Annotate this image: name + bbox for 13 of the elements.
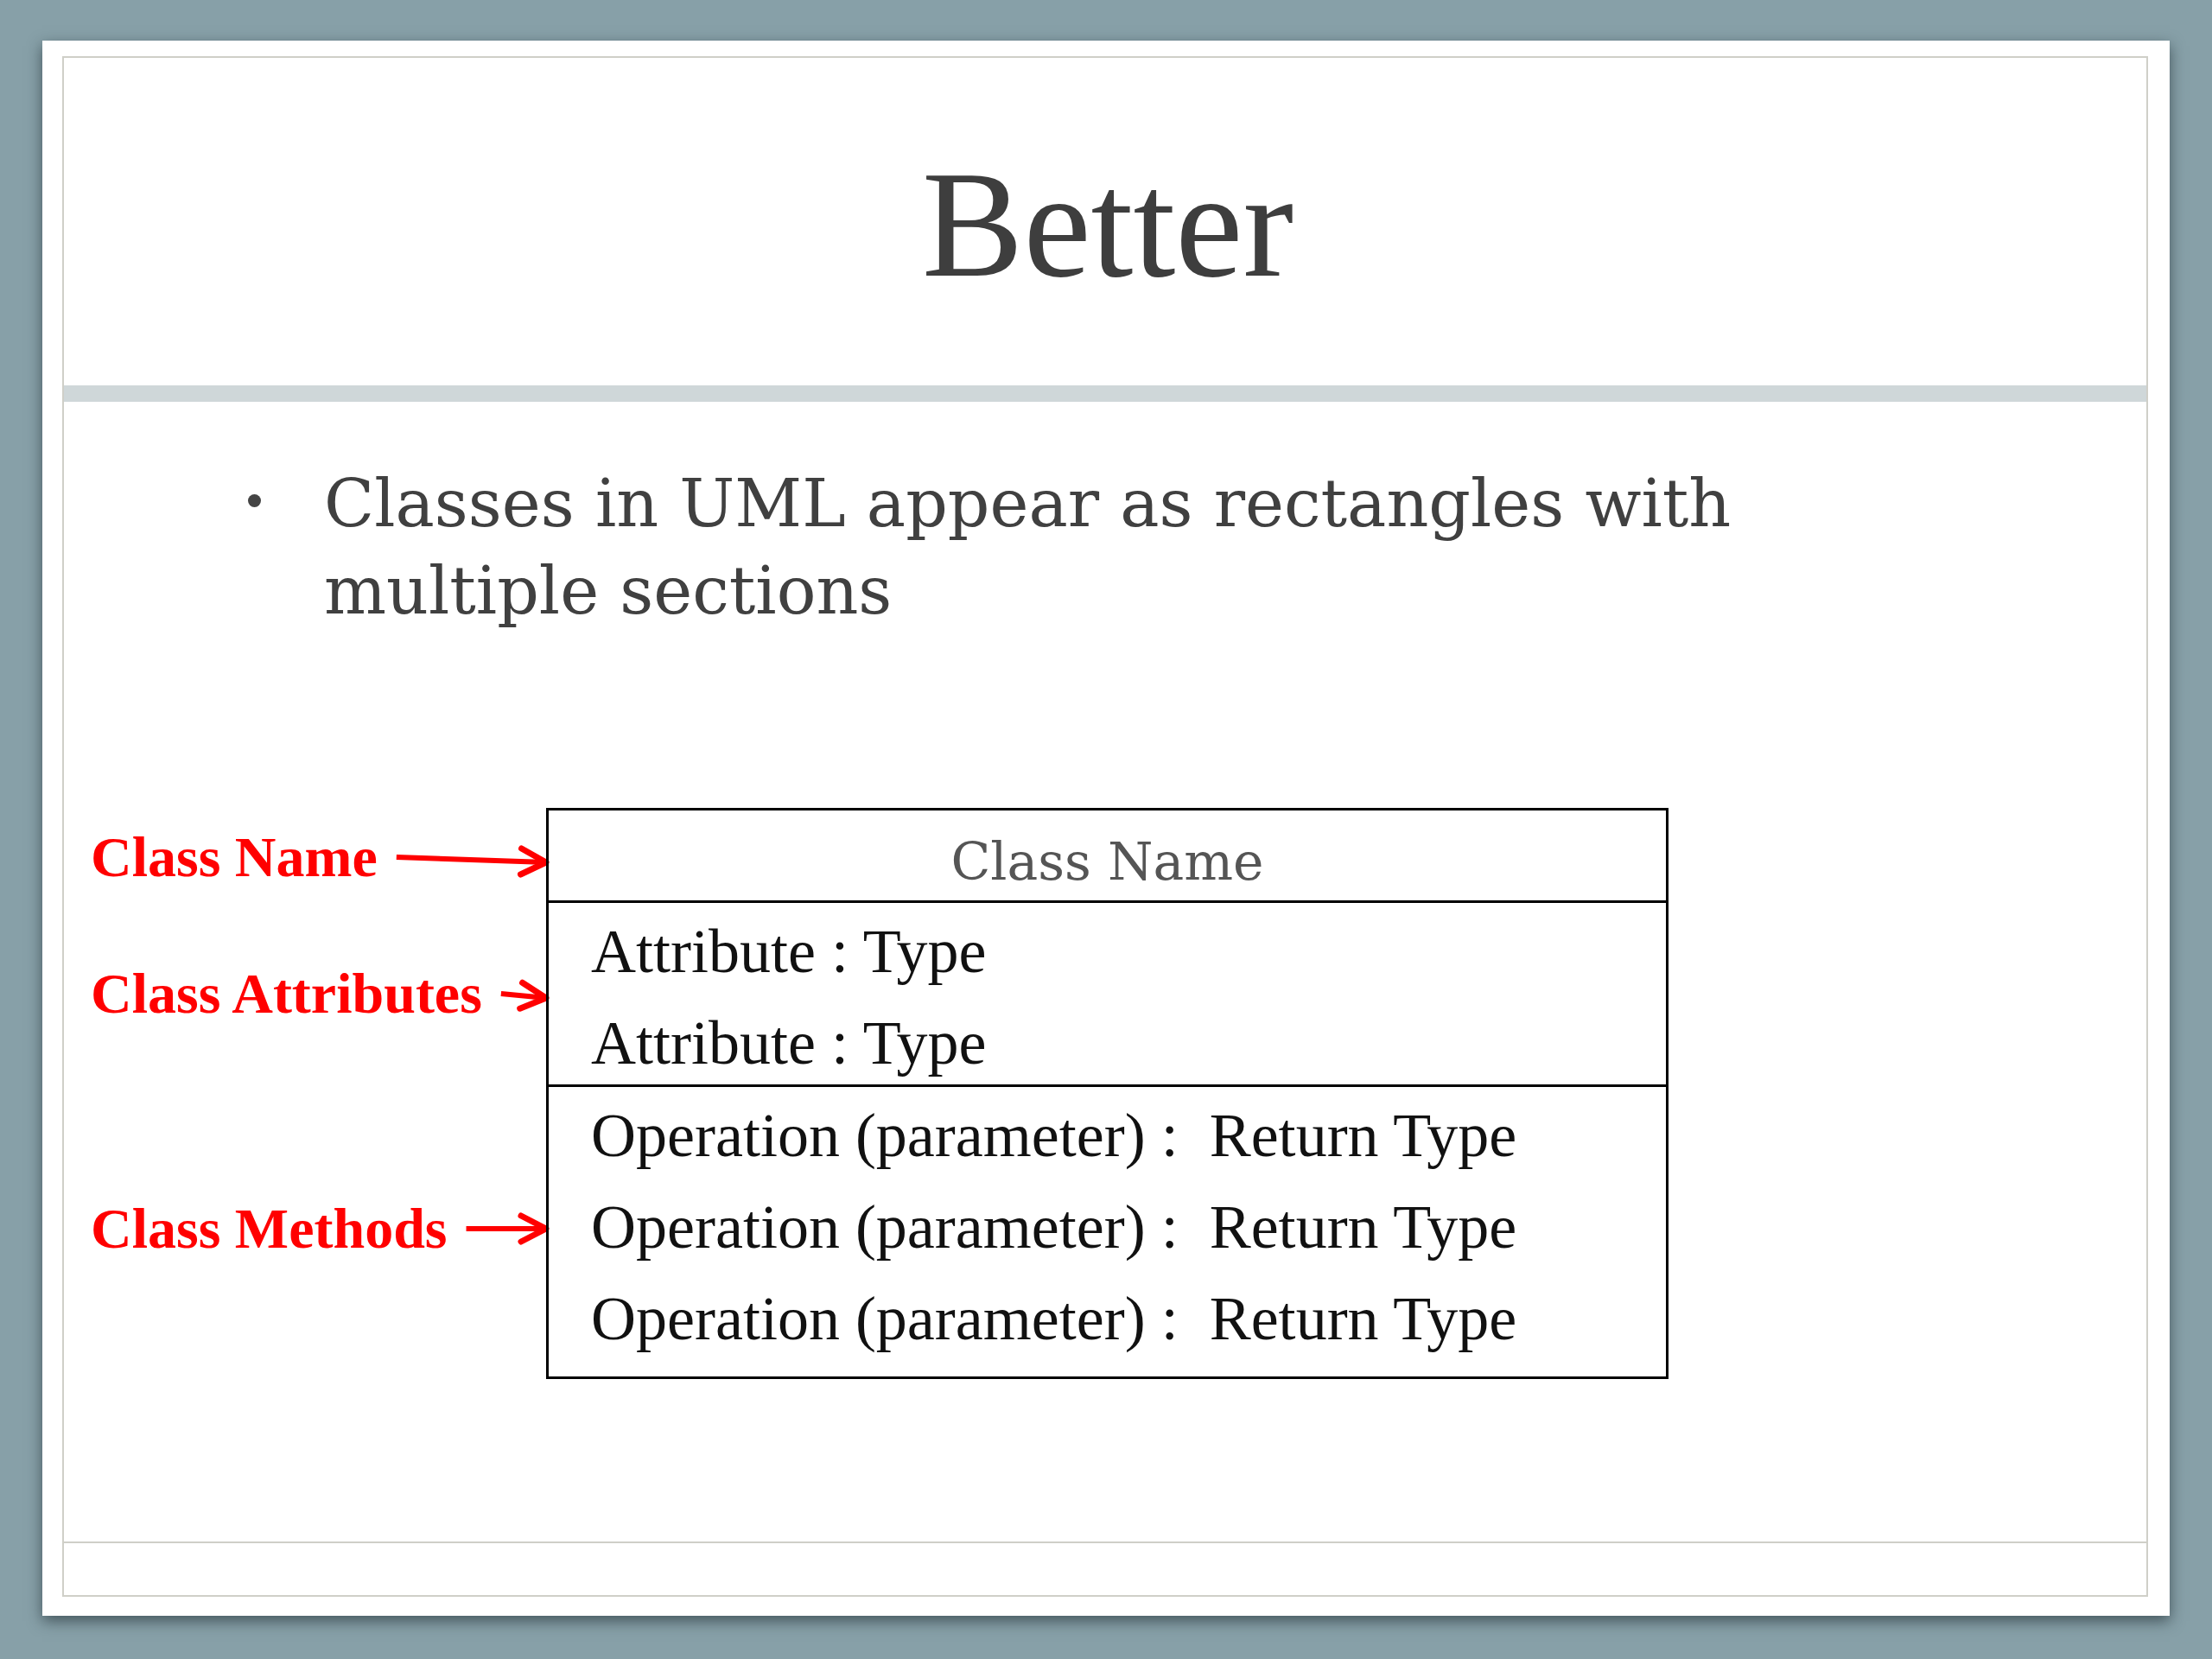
operation-text: Operation (parameter) : Return Type [591,1100,1517,1172]
callout-label: Class Name [91,824,378,890]
attribute-text: Attribute : Type [591,1007,987,1079]
arrow [466,1212,550,1245]
slide-title: Better [922,149,1294,301]
arrow [500,979,550,1012]
callout-label: Class Attributes [91,961,482,1027]
callout-label: Class Methods [91,1196,448,1262]
operation-text: Operation (parameter) : Return Type [591,1192,1517,1263]
arrow [396,845,550,878]
operation-text: Operation (parameter) : Return Type [591,1283,1517,1355]
attribute-text: Attribute : Type [591,916,987,988]
bullet-text: Classes in UML appear as rectangles with multiple sections [324,464,1732,631]
